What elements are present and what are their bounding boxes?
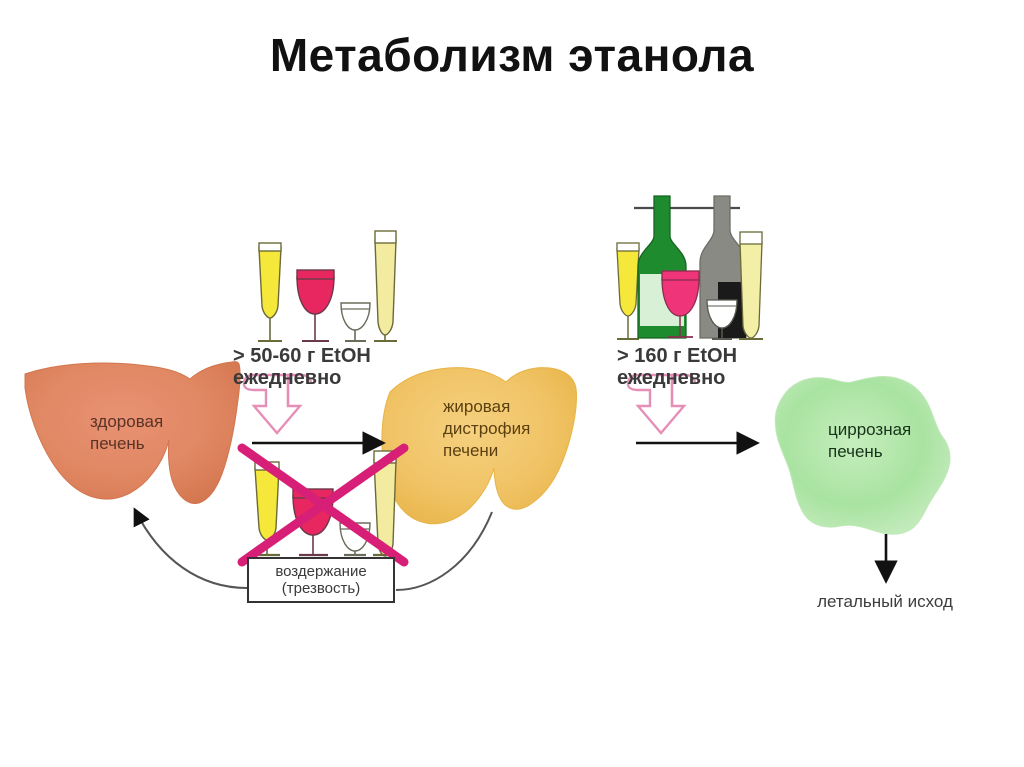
champagne-flute-icon (258, 242, 282, 342)
wine-glass-icon (292, 488, 334, 557)
healthy-liver-caption: здоровая печень (90, 411, 200, 455)
curve-arrow-back-to-healthy (133, 507, 248, 589)
abstinence-label-line1: воздержание (275, 562, 367, 580)
tall-glass-icon (373, 450, 397, 557)
tall-glass-icon (739, 231, 763, 340)
cirrhotic-liver-caption: циррозная печень (828, 419, 948, 463)
page-title: Метаболизм этанола (269, 29, 755, 81)
curve-line-fatty-to-abstinence (395, 511, 493, 591)
brandy-snifter-icon (706, 299, 738, 340)
drink-set-moderate (258, 230, 397, 342)
champagne-flute-icon (254, 461, 280, 557)
brandy-snifter-icon (340, 302, 371, 342)
fatty-liver-caption: жировая дистрофия печени (443, 396, 573, 461)
healthy-liver-caption-line1: здоровая (90, 412, 164, 431)
dose-moderate-amount: > 50-60 г EtOH (233, 345, 371, 367)
healthy-liver-caption-line2: печень (90, 433, 145, 453)
abstinence-box: воздержание (трезвость) (247, 557, 395, 603)
wine-glass-icon (296, 269, 335, 342)
no-alcohol-cross-icon (237, 443, 409, 567)
drink-set-abstinence (254, 450, 397, 557)
dose-moderate-frequency: ежедневно (233, 367, 342, 389)
fatty-liver-caption-line1: жировая (443, 397, 511, 416)
outcome-label: летальный исход (817, 592, 953, 611)
tall-glass-icon (374, 230, 397, 342)
dose-heavy-frequency: ежедневно (617, 367, 726, 389)
fatty-liver-caption-line2: дистрофия (443, 418, 531, 438)
cirrhotic-liver-caption-line1: циррозная (828, 420, 912, 439)
brandy-snifter-icon (339, 522, 371, 557)
champagne-flute-icon (616, 242, 640, 340)
green-bottle-icon (637, 195, 687, 339)
cirrhotic-liver-caption-line2: печень (828, 441, 883, 461)
abstinence-label-line2: (трезвость) (281, 580, 361, 597)
dose-heavy-amount: > 160 г EtOH (617, 345, 738, 367)
wine-glass-icon (661, 270, 700, 338)
gray-bottle-icon (699, 195, 747, 339)
drink-set-heavy (616, 195, 763, 340)
fatty-liver-caption-line3: печени (443, 440, 499, 460)
